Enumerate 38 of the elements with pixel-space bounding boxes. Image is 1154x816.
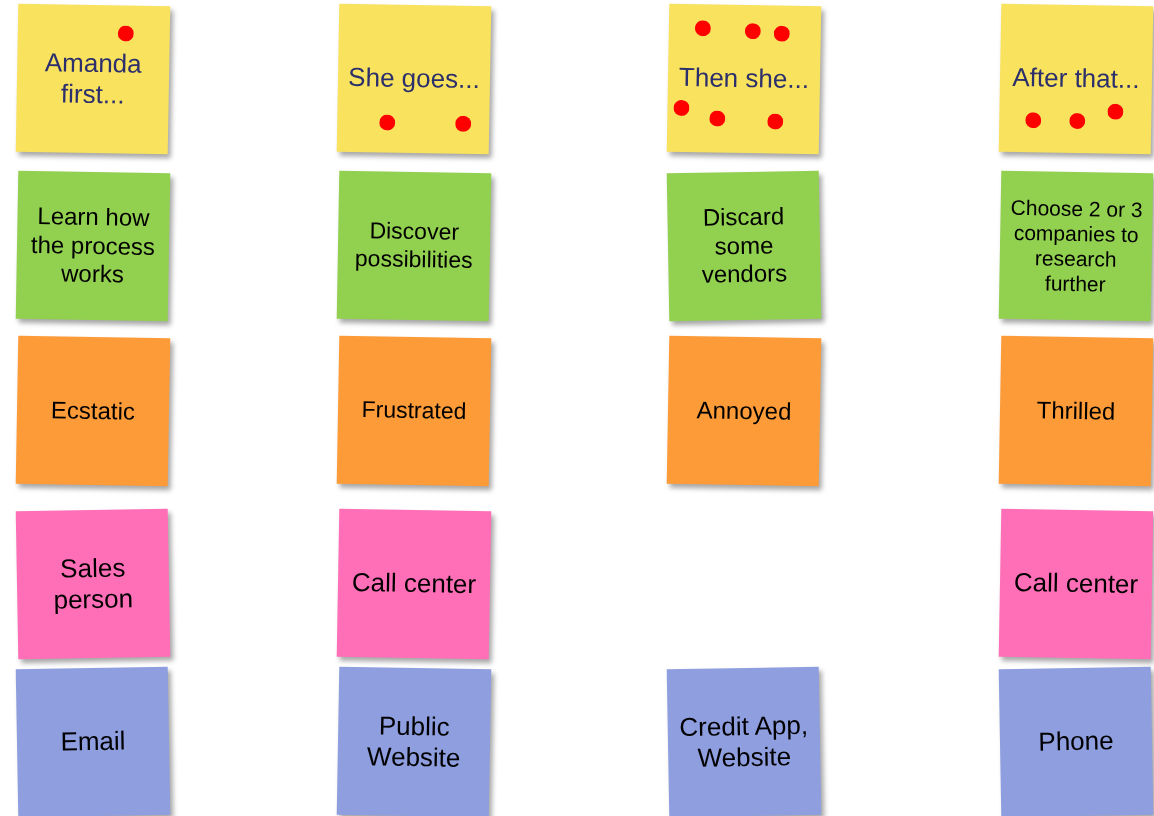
note-text: Public Website [365,709,462,775]
sticky-note [998,666,1154,816]
note-text: After that... [1012,62,1140,96]
sticky-note [15,666,171,816]
sticky-note [998,335,1154,487]
sticky-note [336,666,492,816]
note-text: Amanda first... [43,46,143,112]
sticky-note [998,508,1154,660]
sticky-note [998,3,1154,155]
note-text: Ecstatic [50,395,136,427]
note-text: Choose 2 or 3 companies to research further [1009,194,1144,298]
sticky-note [666,666,822,816]
note-text: She goes... [347,62,481,96]
sticky-note [15,170,171,322]
sticky-note [336,335,492,487]
note-text: Discard some vendors [700,201,789,291]
sticky-note [336,3,492,155]
note-text: Phone [1038,725,1114,759]
note-text: Learn how the process works [29,201,157,290]
note-text: Sales person [52,551,135,617]
sticky-note [666,3,822,155]
sticky-note [998,170,1154,322]
sticky-note [15,3,171,155]
note-text: Discover possibilities [353,217,474,275]
sticky-note [336,508,492,660]
note-text: Email [60,725,126,759]
sticky-note [336,170,492,322]
note-text: Credit App, Website [678,709,810,775]
note-text: Thrilled [1036,395,1116,427]
note-text: Then she... [678,62,810,96]
sticky-note [15,335,171,487]
note-text: Call center [1013,567,1139,601]
sticky-note [15,508,171,660]
note-text: Annoyed [696,395,792,427]
sticky-note [666,335,822,487]
sticky-note [666,170,822,322]
note-text: Frustrated [361,396,467,426]
note-text: Call center [351,567,477,601]
